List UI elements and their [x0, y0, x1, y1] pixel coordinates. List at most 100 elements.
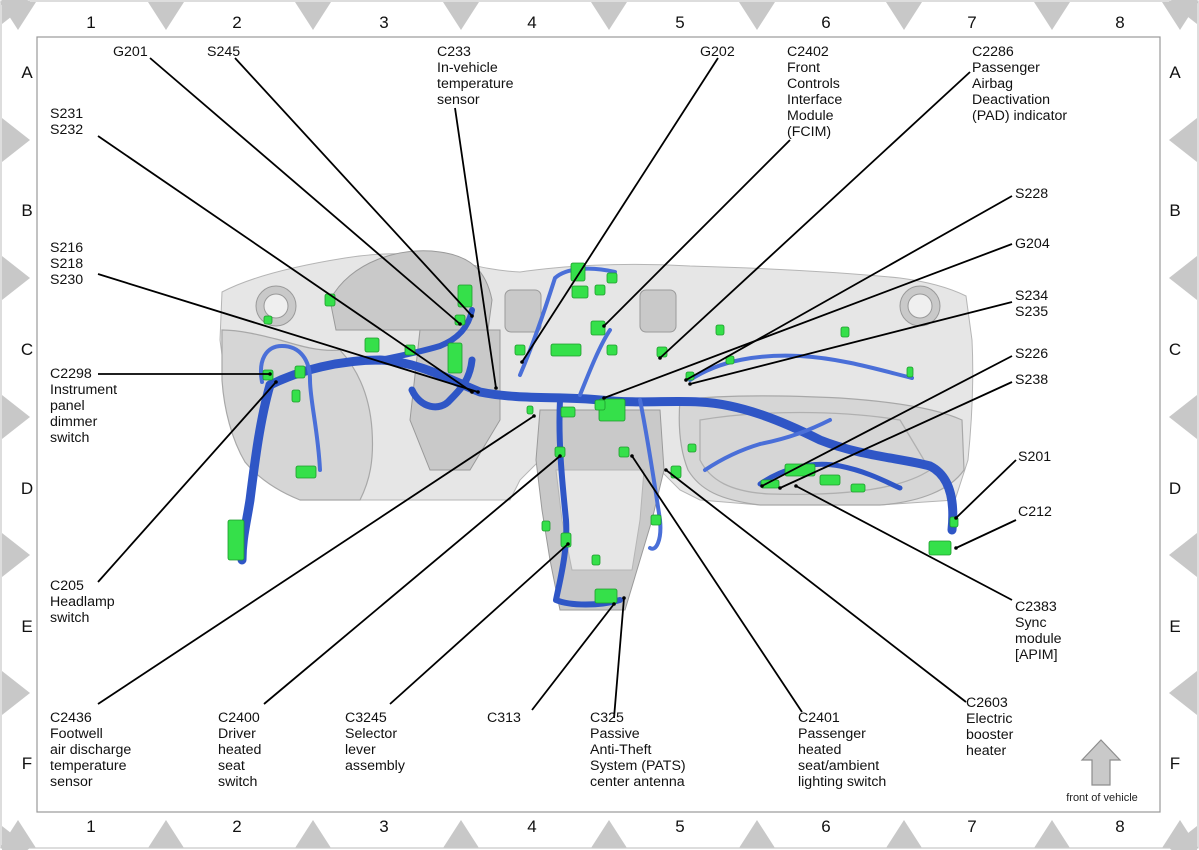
grid-column-top: 4 — [527, 13, 536, 32]
label-s231-line: S231 — [50, 106, 83, 122]
connector-block — [294, 365, 306, 379]
grid-column-top: 7 — [967, 13, 976, 32]
label-c2400-line: switch — [218, 774, 257, 790]
harness-upper-left — [377, 307, 475, 363]
frame-marker-right — [1169, 256, 1197, 300]
label-c2298-line: switch — [50, 430, 89, 446]
label-g201-line: G201 — [113, 44, 148, 60]
label-c2401-line: heated — [798, 742, 841, 758]
instrument-panel-illustration — [219, 250, 974, 611]
connector-block — [760, 479, 780, 489]
leader-s234 — [689, 301, 1013, 385]
label-s245: S245 — [207, 44, 240, 60]
grid-column-top: 1 — [86, 13, 95, 32]
label-c325-line: Anti-Theft — [590, 742, 652, 758]
label-c325-line: System (PATS) — [590, 758, 686, 774]
connector-block — [928, 540, 952, 556]
connector-block — [594, 284, 606, 296]
label-s238-line: S238 — [1015, 372, 1048, 388]
label-c2436-line: sensor — [50, 774, 93, 790]
frame-marker-left — [2, 533, 30, 577]
label-c2286-line: Passenger — [972, 60, 1040, 76]
frame-marker-bottom — [1034, 820, 1070, 848]
label-c2402-line: Interface — [787, 92, 842, 108]
label-s201-line: S201 — [1018, 449, 1051, 465]
label-c3245-line: C3245 — [345, 710, 387, 726]
connector-block — [560, 406, 576, 418]
dash-right-lobe — [678, 395, 965, 506]
connector-block — [295, 465, 317, 479]
frame-marker-top — [295, 2, 331, 30]
label-s238: S238 — [1015, 372, 1048, 388]
label-c2298-line: Instrument — [50, 382, 117, 398]
grid-column-bottom: 1 — [86, 817, 95, 836]
label-s216-line: S230 — [50, 272, 83, 288]
label-s216-line: S216 — [50, 240, 83, 256]
label-c212: C212 — [1018, 504, 1052, 520]
grid-column-bottom: 7 — [967, 817, 976, 836]
label-g202-line: G202 — [700, 44, 735, 60]
connector-block — [541, 520, 551, 532]
grid-column-bottom: 6 — [821, 817, 830, 836]
connector-block — [526, 405, 534, 415]
label-c2436-line: Footwell — [50, 726, 103, 742]
label-c2436-line: air discharge — [50, 742, 131, 758]
frame-marker-bottom — [295, 820, 331, 848]
frame-marker-top — [739, 2, 775, 30]
label-c233-line: temperature — [437, 76, 514, 92]
frame-marker-top — [148, 2, 184, 30]
connector-block — [570, 262, 586, 282]
frame-marker-right — [1169, 0, 1197, 24]
leader-c233 — [454, 107, 497, 389]
leader-c2603 — [665, 469, 967, 703]
connector-block — [571, 285, 589, 299]
label-s228-line: S228 — [1015, 186, 1048, 202]
harness-main-trunk — [265, 355, 958, 535]
label-c2400-line: Driver — [218, 726, 256, 742]
label-c325-line: center antenna — [590, 774, 685, 790]
connector-block — [606, 344, 618, 356]
label-s226-line: S226 — [1015, 346, 1048, 362]
label-c233-line: C233 — [437, 44, 471, 60]
leader-c2400 — [263, 455, 561, 705]
leader-g204 — [603, 243, 1013, 399]
frame-marker-left — [2, 395, 30, 439]
frame-marker-left — [2, 0, 30, 24]
label-c2401-line: lighting switch — [798, 774, 886, 790]
connector-block — [591, 554, 601, 566]
connector-block — [364, 337, 380, 353]
leader-c2383 — [795, 485, 1013, 601]
label-c2402-line: (FCIM) — [787, 124, 831, 140]
harness-left-loop — [259, 344, 322, 472]
label-g204-line: G204 — [1015, 236, 1050, 252]
frame-marker-left — [2, 256, 30, 300]
leader-c2436 — [97, 415, 535, 705]
leader-c205 — [97, 381, 277, 583]
grid-row-left: F — [22, 754, 32, 773]
label-c2298-line: dimmer — [50, 414, 98, 430]
leader-c2286 — [659, 71, 971, 359]
label-c2401-line: C2401 — [798, 710, 840, 726]
label-c2603-line: booster — [966, 727, 1014, 743]
frame-marker-bottom — [591, 820, 627, 848]
label-c2383-line: module — [1015, 631, 1062, 647]
label-c2286-line: C2286 — [972, 44, 1014, 60]
grid-row-left: D — [21, 479, 33, 498]
label-s216-line: S218 — [50, 256, 83, 272]
label-s228: S228 — [1015, 186, 1048, 202]
label-c3245-line: lever — [345, 742, 376, 758]
label-c2401-line: seat/ambient — [798, 758, 879, 774]
label-c233-line: In-vehicle — [437, 60, 498, 76]
label-c2402-line: Controls — [787, 76, 840, 92]
grid-column-top: 8 — [1115, 13, 1124, 32]
grid-column-top: 5 — [675, 13, 684, 32]
